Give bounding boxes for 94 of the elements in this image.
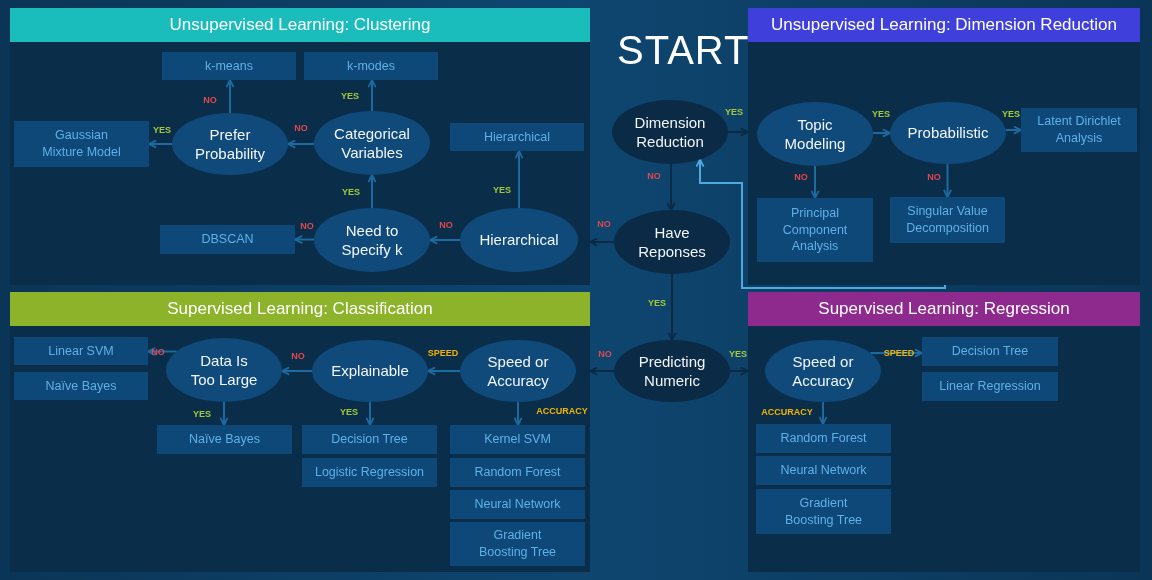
arrow [225, 79, 235, 114]
edge-label: NO [439, 220, 453, 230]
edge-label: YES [340, 407, 358, 417]
edge-label: NO [294, 123, 308, 133]
decision-ellipse: Need to Specify k [314, 208, 430, 272]
arrow [589, 237, 615, 247]
edge-label: NO [647, 171, 661, 181]
edge-label: NO [151, 347, 165, 357]
arrow [513, 401, 523, 426]
edge-label: NO [291, 351, 305, 361]
algorithm-box: Random Forest [756, 424, 891, 453]
arrow [427, 366, 461, 376]
arrow [294, 235, 315, 244]
arrow [727, 127, 749, 137]
arrow [943, 163, 952, 198]
section-panel [10, 8, 590, 285]
arrow [287, 139, 315, 149]
arrow [1004, 125, 1022, 135]
arrow [429, 235, 461, 245]
decision-ellipse: Speed or Accuracy [460, 340, 576, 402]
section-header: Unsupervised Learning: Dimension Reduction [748, 8, 1140, 42]
arrow [514, 150, 524, 209]
edge-label: YES [729, 349, 747, 359]
decision-ellipse: Predicting Numeric [614, 340, 730, 402]
algorithm-box: Principal Component Analysis [757, 198, 873, 262]
algorithm-box: Kernel SVM [450, 425, 585, 454]
section-panel [748, 292, 1140, 572]
edge-label: YES [341, 91, 359, 101]
algorithm-box: k-modes [304, 52, 438, 80]
edge-label: ACCURACY [536, 406, 588, 416]
arrow [818, 401, 828, 425]
decision-ellipse: Explainable [312, 340, 428, 402]
section-header: Supervised Learning: Regression [748, 292, 1140, 326]
decision-ellipse: Prefer Probability [172, 113, 288, 175]
algorithm-box: Singular Value Decomposition [890, 197, 1005, 243]
edge-label: YES [193, 409, 211, 419]
edge-label: SPEED [883, 348, 915, 358]
arrow [589, 366, 615, 376]
algorithm-box: Random Forest [450, 458, 585, 487]
edge-label: YES [872, 109, 890, 119]
algorithm-box: Logistic Regression [302, 458, 437, 487]
arrow [367, 79, 377, 112]
algorithm-box: Gaussian Mixture Model [14, 121, 149, 167]
edge-label: NO [927, 172, 941, 182]
algorithm-box: Naïve Bayes [14, 372, 148, 400]
arrow [869, 348, 923, 358]
algorithm-box: Decision Tree [302, 425, 437, 454]
section-panel [748, 8, 1140, 285]
section-panel [10, 292, 590, 572]
edge-label: NO [794, 172, 808, 182]
algorithm-box: Decision Tree [922, 337, 1058, 366]
algorithm-box: Linear SVM [14, 337, 148, 365]
arrow [148, 139, 173, 149]
edge-label: NO [598, 349, 612, 359]
arrow [367, 174, 377, 209]
arrow [810, 165, 820, 199]
start-heading: START [617, 28, 750, 73]
decision-ellipse: Have Reponses [614, 210, 730, 274]
algorithm-box: Neural Network [450, 490, 585, 519]
algorithm-box: Gradient Boosting Tree [450, 522, 585, 566]
edge-label: YES [342, 187, 360, 197]
arrow [667, 273, 677, 341]
arrow [281, 366, 313, 376]
edge-label: NO [597, 219, 611, 229]
edge-label: YES [153, 125, 171, 135]
edge-label: YES [493, 185, 511, 195]
edge-label: YES [725, 107, 743, 117]
arrow [695, 158, 946, 289]
edge-label: NO [203, 95, 217, 105]
decision-ellipse: Topic Modeling [757, 102, 873, 166]
algorithm-box: k-means [162, 52, 296, 80]
section-header: Supervised Learning: Classification [10, 292, 590, 326]
decision-ellipse: Speed or Accuracy [765, 340, 881, 402]
edge-label: SPEED [427, 348, 459, 358]
decision-ellipse: Data Is Too Large [166, 338, 282, 402]
arrow [729, 366, 749, 376]
decision-ellipse: Categorical Variables [314, 111, 430, 175]
algorithm-box: Neural Network [756, 456, 891, 485]
algorithm-box: Latent Dirichlet Analysis [1021, 108, 1137, 152]
algorithm-box: DBSCAN [160, 225, 295, 254]
edge-label: ACCURACY [761, 407, 813, 417]
decision-ellipse: Hierarchical [460, 208, 578, 272]
arrow [666, 163, 676, 211]
arrow [219, 401, 229, 426]
arrow [872, 128, 891, 138]
arrow [365, 401, 375, 426]
algorithm-box: Naïve Bayes [157, 425, 292, 454]
algorithm-box: Linear Regression [922, 372, 1058, 401]
algorithm-box: Gradient Boosting Tree [756, 489, 891, 534]
arrow [147, 347, 178, 356]
edge-label: YES [648, 298, 666, 308]
edge-label: NO [300, 221, 314, 231]
algorithm-box: Hierarchical [450, 123, 584, 151]
section-header: Unsupervised Learning: Clustering [10, 8, 590, 42]
